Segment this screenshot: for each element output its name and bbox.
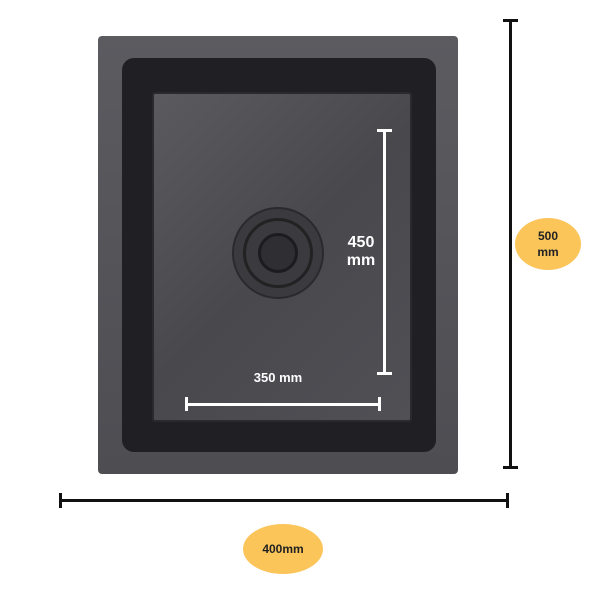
sink-floor [152,92,412,422]
drain-ring [243,218,313,288]
outer-height-badge: 500 mm [515,218,581,270]
outer-height-value: 500 [537,229,559,243]
outer-height-cap-top [503,19,518,22]
inner-height-value: 450 [347,234,375,251]
outer-height-unit: mm [537,245,559,259]
inner-width-cap-left [185,397,188,411]
outer-width-cap-right [506,493,509,508]
inner-width-label: 350 mm [253,370,303,385]
inner-width-cap-right [378,397,381,411]
outer-width-line [60,499,508,502]
outer-width-badge: 400mm [243,524,323,574]
inner-width-line [186,403,381,406]
outer-height-line [509,20,512,468]
inner-height-cap-bottom [377,372,392,375]
drain-plug [258,233,298,273]
inner-height-label: 450 mm [336,234,386,270]
outer-height-cap-bottom [503,466,518,469]
inner-height-line [383,130,386,374]
inner-height-unit: mm [346,252,376,269]
inner-height-cap-top [377,129,392,132]
outer-width-cap-left [59,493,62,508]
